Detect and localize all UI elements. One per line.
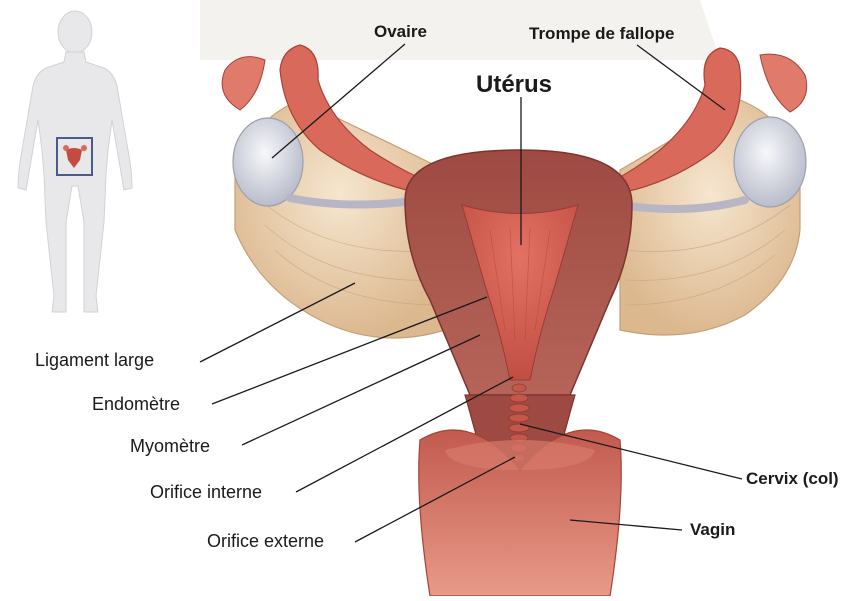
fimbriae-right <box>760 54 807 112</box>
label-ligament-large: Ligament large <box>35 351 154 369</box>
label-orifice-interne: Orifice interne <box>150 483 262 501</box>
label-orifice-externe: Orifice externe <box>207 532 324 550</box>
label-cervix: Cervix (col) <box>746 470 839 487</box>
fimbriae-left <box>222 57 265 110</box>
label-uterus: Utérus <box>476 73 552 97</box>
label-endometre: Endomètre <box>92 395 180 413</box>
body-silhouette-inset <box>18 11 132 312</box>
label-vagin: Vagin <box>690 521 735 538</box>
ovary-left <box>233 118 303 206</box>
ovary-right <box>734 117 806 207</box>
label-trompe-de-fallope: Trompe de fallope <box>529 25 674 42</box>
label-ovaire: Ovaire <box>374 23 427 40</box>
leader-myometre <box>242 335 480 445</box>
label-myometre: Myomètre <box>130 437 210 455</box>
